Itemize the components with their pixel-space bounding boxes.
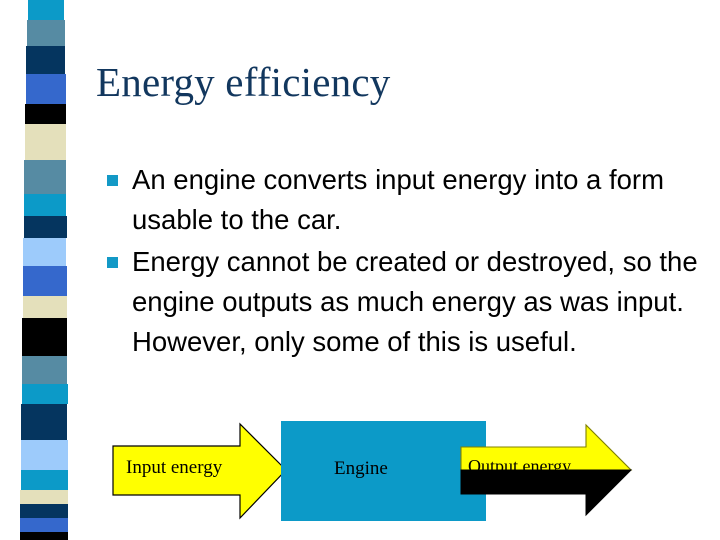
engine-box: [281, 421, 486, 521]
stripe-band: [25, 104, 66, 124]
stripe-band: [25, 124, 66, 160]
stripe-band: [20, 504, 68, 518]
bullet-list: An engine converts input energy into a f…: [104, 160, 704, 364]
list-item: Energy cannot be created or destroyed, s…: [104, 242, 704, 362]
output-energy-arrow-useful: [460, 423, 633, 471]
stripe-band: [20, 518, 68, 532]
stripe-band: [22, 318, 67, 356]
stripe-band: [26, 74, 66, 104]
decorative-stripe-column: [0, 0, 90, 540]
stripe-band: [26, 46, 65, 74]
stripe-band: [24, 194, 66, 216]
square-bullet-icon: [107, 257, 118, 268]
list-item: An engine converts input energy into a f…: [104, 160, 704, 240]
stripe-band: [27, 20, 65, 46]
stripe-band: [22, 384, 68, 404]
stripe-band: [23, 296, 67, 318]
stripe-band: [22, 356, 67, 384]
output-energy-label: Output energy: [468, 456, 572, 476]
stripe-band: [21, 404, 67, 440]
page-title: Energy efficiency: [96, 59, 391, 105]
square-bullet-icon: [107, 175, 118, 186]
stripe-band: [24, 216, 67, 238]
stripe-band: [23, 266, 67, 296]
output-energy-arrow-wasted: [460, 469, 633, 517]
stripe-band: [23, 238, 66, 266]
list-item-text: An engine converts input energy into a f…: [132, 164, 664, 235]
stripe-band: [20, 532, 68, 540]
stripe-band: [21, 440, 68, 470]
stripe-band: [24, 160, 66, 194]
stripe-band: [20, 490, 68, 504]
input-energy-arrow: [112, 422, 287, 520]
input-energy-label: Input energy: [126, 457, 223, 478]
stripe-band: [21, 470, 68, 490]
stripe-band: [28, 0, 64, 20]
list-item-text: Energy cannot be created or destroyed, s…: [132, 246, 698, 357]
engine-label: Engine: [334, 458, 388, 479]
